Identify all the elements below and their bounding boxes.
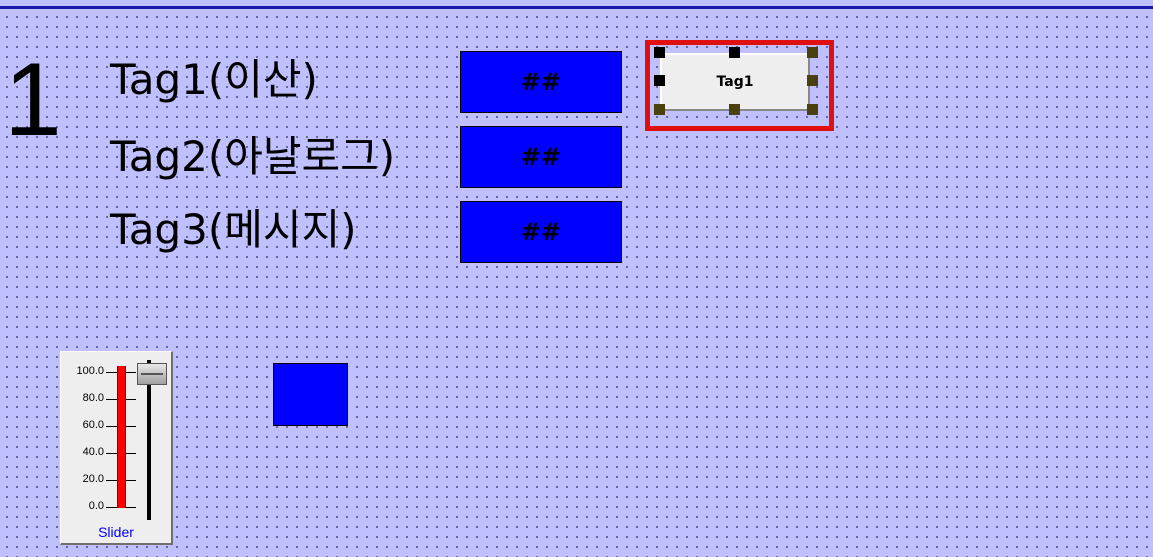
resize-handle-bottom[interactable] [729, 104, 740, 115]
top-border-bar [0, 0, 1153, 9]
tag3-value-display[interactable]: ## [460, 201, 622, 263]
tag1-button[interactable]: Tag1 [660, 53, 810, 111]
slider-caption: Slider [98, 524, 134, 540]
resize-handle-bottom-right[interactable] [807, 104, 818, 115]
slider-tick-20: 20.0 [82, 473, 104, 485]
resize-handle-top[interactable] [729, 47, 740, 58]
slider-tick-40: 40.0 [82, 446, 104, 458]
slider-level-bar [117, 366, 126, 508]
tag1-label: Tag1(이산) [110, 55, 318, 104]
slider-thumb[interactable] [137, 363, 167, 385]
slider-tick-0: 0.0 [88, 500, 104, 512]
resize-handle-left[interactable] [654, 75, 665, 86]
resize-handle-top-left[interactable] [654, 47, 665, 58]
resize-handle-top-right[interactable] [807, 47, 818, 58]
blue-rectangle-object[interactable] [273, 363, 348, 426]
slider-control[interactable]: 100.0 80.0 60.0 40.0 20.0 0.0 Slider [60, 351, 173, 545]
selection-highlight [645, 40, 834, 131]
tag1-value-display[interactable]: ## [460, 51, 622, 113]
tag3-label: Tag3(메시지) [110, 205, 357, 254]
screen-number: 1 [4, 42, 62, 158]
tag2-label: Tag2(아날로그) [110, 132, 396, 181]
slider-tick-80: 80.0 [82, 392, 104, 404]
slider-track[interactable] [147, 360, 151, 520]
tag2-value-display[interactable]: ## [460, 126, 622, 188]
slider-tick-100: 100.0 [76, 365, 104, 377]
resize-handle-bottom-left[interactable] [654, 104, 665, 115]
slider-tick-60: 60.0 [82, 419, 104, 431]
resize-handle-right[interactable] [807, 75, 818, 86]
